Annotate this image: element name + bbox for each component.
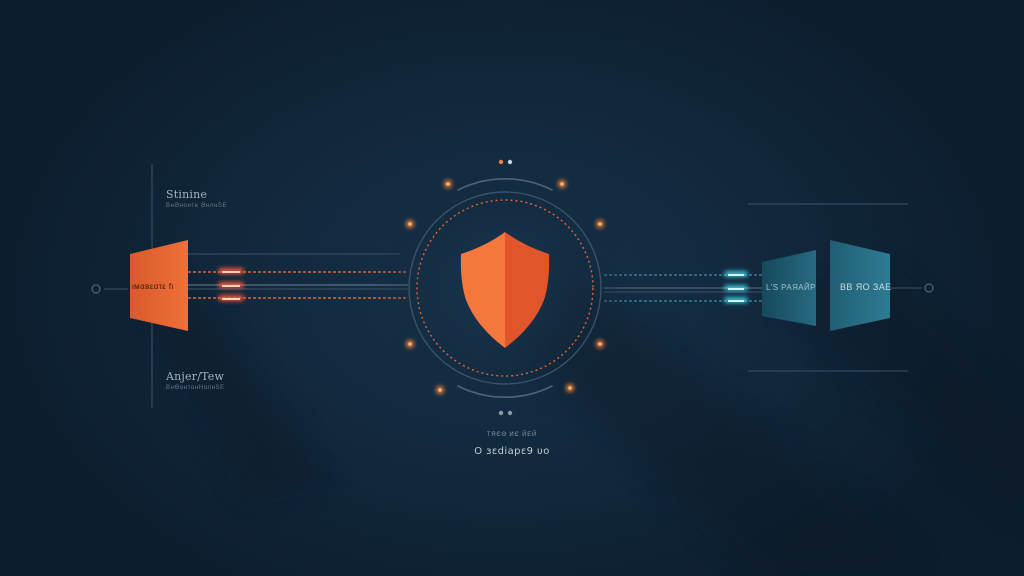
dot-pair-bottom (498, 410, 513, 416)
center-outer-ring (408, 191, 602, 385)
right-outer-block (830, 240, 890, 331)
right-inner-block-label: L'S РАЯАЙР (766, 283, 816, 292)
left-top-label-subtitle: ВнӘнонте ӘнлнЅЕ (166, 203, 228, 209)
right-endpoint-node (924, 283, 934, 293)
left-bottom-label-title: Anjer/Tew (166, 370, 225, 383)
right-guides (748, 203, 922, 372)
right-inner-block (762, 250, 816, 326)
left-source-block (130, 240, 188, 331)
ring-sparks (406, 180, 604, 394)
bottom-subcaption: O ɜɛdiapɛ9 υo (474, 446, 550, 457)
right-outer-block-label: ВВ ЯО ЗАЕ (840, 282, 892, 292)
left-connector (188, 268, 408, 301)
center-arc-segments (457, 177, 553, 399)
left-endpoint-node (91, 284, 101, 294)
shield-icon (460, 232, 550, 348)
center-dotted-ring (416, 199, 594, 377)
left-bottom-label-subtitle: ВнӨонтонНолнЅЕ (166, 385, 225, 391)
left-block-label: ιмαвεατε fι (132, 282, 174, 291)
bottom-caption: ТЯЄΘ ИЄ ЙЕЙ (486, 432, 538, 438)
dot-pair-top (498, 159, 513, 165)
left-top-label-title: Stinine (166, 188, 208, 201)
